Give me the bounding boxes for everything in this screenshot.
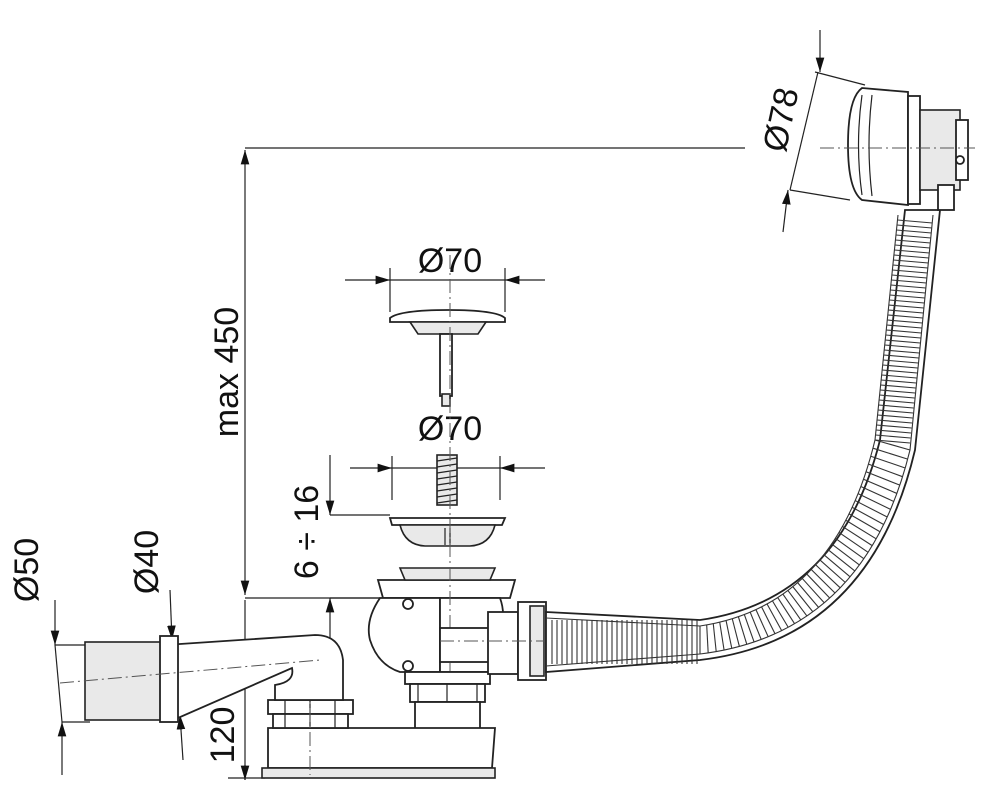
screw: [436, 454, 458, 506]
overflow-outlet: [937, 184, 955, 211]
drain-flange: [376, 579, 517, 599]
overflow-cover: [847, 87, 909, 207]
trap-height-dimension: 120: [204, 600, 265, 780]
label-overflow-diameter: Ø78: [756, 84, 807, 155]
outlet-collar: [159, 635, 179, 723]
label-max-450: max 450: [208, 307, 246, 437]
hose-nut-bottom: [487, 611, 519, 675]
plug-body: [408, 321, 488, 335]
plug-diameter-dimension: Ø70: [345, 242, 545, 312]
trap: [261, 660, 496, 779]
overflow-body: [919, 109, 961, 191]
strainer-rim: [388, 517, 507, 526]
plug-stem-tip: [441, 393, 451, 407]
thickness-dimension: 6 ÷ 16: [288, 455, 390, 640]
label-outlet-inner-diameter: Ø40: [128, 530, 166, 594]
drain-bowl-left: [367, 597, 441, 673]
horizontal-connector: [439, 601, 560, 681]
strainer-bowl: [398, 524, 497, 547]
plug-cap: [389, 309, 506, 323]
label-6-16: 6 ÷ 16: [288, 485, 326, 579]
label-120: 120: [204, 707, 242, 764]
max-height-dimension: max 450: [208, 147, 745, 599]
trap-nut: [404, 671, 491, 685]
screw-body: [436, 454, 458, 506]
outlet-elbow: [163, 634, 344, 720]
outlet-sleeve: [84, 641, 164, 721]
trap-base-plate: [261, 767, 496, 779]
outlet-diameter-dimensions: Ø50 Ø40: [8, 530, 186, 775]
strainer: [388, 517, 507, 547]
label-outlet-outer-diameter: Ø50: [8, 538, 46, 602]
overflow-head: [820, 87, 975, 211]
outlet-pipe: [59, 634, 344, 723]
plug-assembly: [389, 309, 506, 407]
trap-base: [267, 727, 496, 769]
hose-body: [545, 209, 941, 673]
hose-ribs: [551, 219, 933, 664]
overflow-ring: [907, 95, 921, 205]
